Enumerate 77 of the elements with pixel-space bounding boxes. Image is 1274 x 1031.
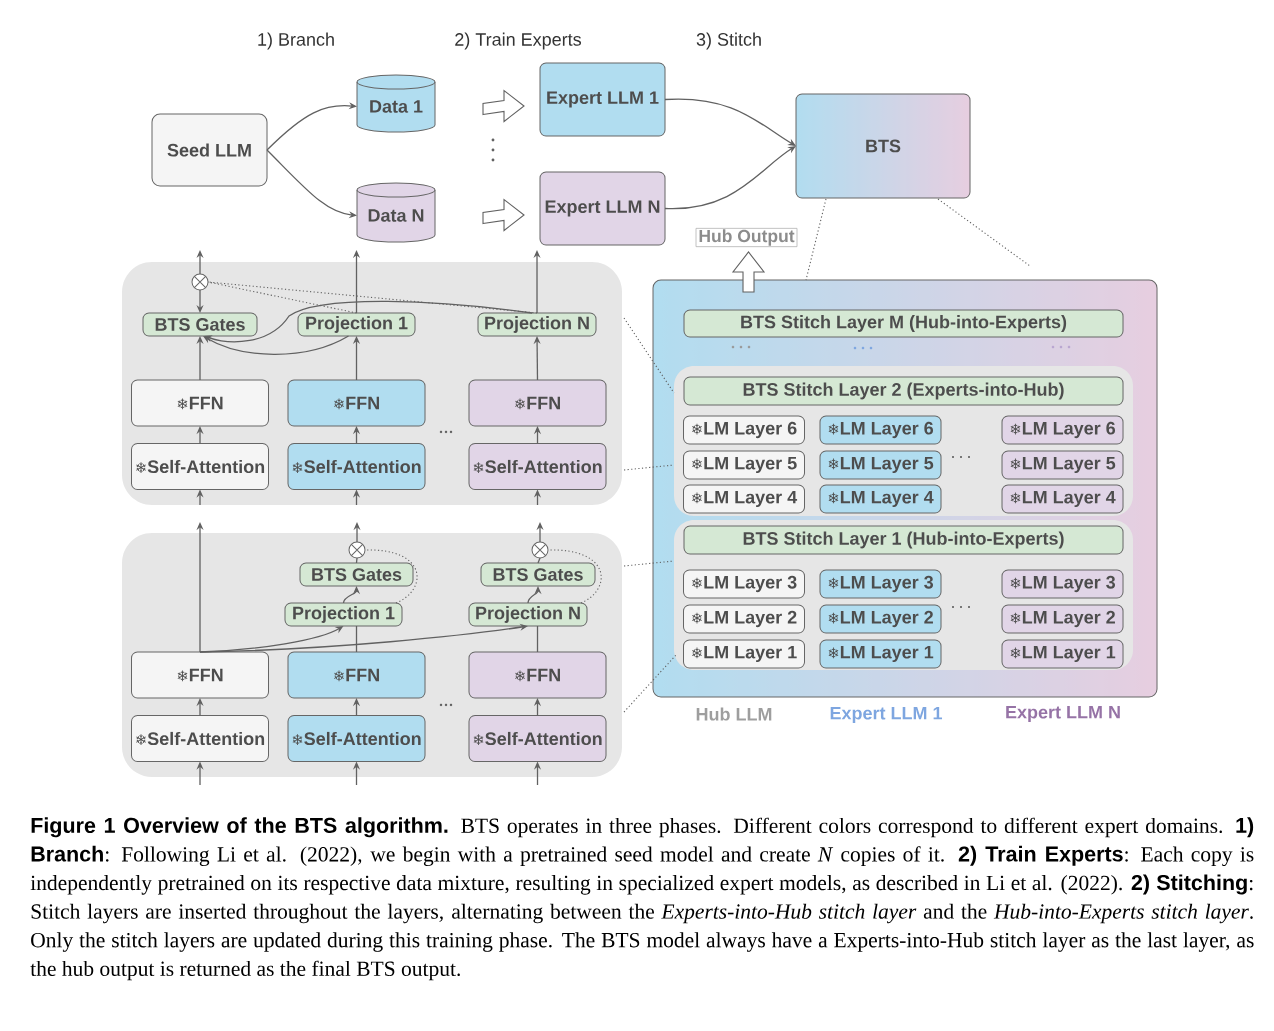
stitch-layer-bar: BTS Stitch Layer 2 (Experts-into-Hub) [683,376,1124,406]
layer-box: ❄Self-Attention [468,715,607,762]
layer-box: ❄LM Layer 1 [683,639,805,669]
layer-box: ❄LM Layer 2 [1001,604,1124,634]
arrow [664,98,796,146]
layer-box: ❄LM Layer 3 [683,569,805,599]
layer-box: ❄LM Layer 2 [819,604,942,634]
connector-line [536,625,539,653]
layer-box: ❄LM Layer 5 [1001,450,1124,480]
dotted-line [805,198,827,281]
arrow [204,300,533,343]
dotted-line [623,464,675,471]
database-cylinder: Data N [356,182,436,243]
model-box: Expert LLM N [539,171,666,246]
layer-box: ❄LM Layer 4 [819,484,942,514]
phase-label: 1) Branch [258,32,334,50]
layer-box: ❄FFN [131,379,269,427]
layer-box: ❄LM Layer 3 [819,569,942,599]
dotted-line [623,560,675,567]
dotted-line [623,317,675,394]
arrow [266,102,357,151]
dotted-line [937,198,1031,267]
layer-box: ❄Self-Attention [287,715,426,762]
layer-box: ❄FFN [287,379,426,427]
layer-box: ❄FFN [468,651,607,699]
projection-box: Projection 1 [284,602,403,627]
layer-box: ❄LM Layer 6 [819,415,942,445]
phase-label: 2) Train Experts [455,32,582,50]
connector-line [537,557,541,564]
layer-box: ❄LM Layer 5 [819,450,942,480]
figure-caption: Figure 1 Overview of the BTS algorithm. BTS operates in three phases. Different colors correspond to different expert domains. 1) Branch: Following Li et al. (2022), we begin with a pretrained seed model and create N copies of it. 2) Train Experts: Each copy is independently pretrained on its respective data mixture, resulting in specialized expert models, as described in Li et al. (2022). 2) Stitching: Stitch layers are inserted throughout the layers, alternating between the Experts-into-Hub stitch layer and the Hub-into-Experts stitch layer. Only the stitch layers are updated during this training phase. The BTS model always have a Experts-into-Hub stitch layer as the last layer, as the hub output is returned as the final BTS output. [30,817,1254,981]
layer-box: ❄LM Layer 2 [683,604,805,634]
projection-box: Projection N [468,602,588,627]
gate-box: BTS Gates [142,312,258,337]
connector-line [355,557,358,564]
layer-box: ❄LM Layer 3 [1001,569,1124,599]
dotted-line [623,654,677,713]
model-box: Seed LLM [151,113,268,187]
layer-box: ❄LM Layer 1 [819,639,942,669]
projection-box: Projection N [477,312,597,337]
stitch-layer-bar: BTS Stitch Layer 1 (Hub-into-Experts) [683,525,1124,555]
column-label: Hub LLM [696,707,772,721]
layer-box: ❄Self-Attention [131,443,269,490]
gate-box: BTS Gates [480,562,596,587]
model-box: Expert LLM 1 [539,62,666,137]
phase-label: 3) Stitch [696,32,761,50]
framed-label: Hub Output [695,227,798,248]
layer-box: ❄LM Layer 5 [683,450,805,480]
column-label: Expert LLM N [1006,705,1120,723]
arrow [664,146,796,210]
dotted-line [207,281,538,314]
layer-box: ❄FFN [468,379,607,427]
arrow [203,335,350,355]
layer-box: ❄LM Layer 1 [1001,639,1124,669]
layer-box: ❄LM Layer 6 [683,415,805,445]
connector-line [355,625,358,653]
arrow [199,623,528,653]
multiply-symbol [348,541,366,559]
layer-box: ❄FFN [287,651,426,699]
column-label: Expert LLM 1 [830,706,942,724]
layer-box: ❄FFN [131,651,269,699]
database-cylinder: Data 1 [356,74,436,133]
model-box: BTS [795,93,971,199]
multiply-symbol [531,541,549,559]
layer-box: ❄LM Layer 6 [1001,415,1124,445]
projection-box: Projection 1 [297,312,416,337]
hollow-arrow [731,251,766,293]
layer-box: ❄Self-Attention [131,715,269,762]
hollow-arrow [482,198,525,232]
layer-box: ❄LM Layer 4 [1001,484,1124,514]
layer-box: ❄LM Layer 4 [683,484,805,514]
layer-box: ❄Self-Attention [468,443,607,490]
multiply-symbol [191,273,209,291]
gate-box: BTS Gates [299,562,414,587]
dotted-line [207,281,358,314]
stitch-layer-bar: BTS Stitch Layer M (Hub-into-Experts) [683,309,1124,338]
layer-box: ❄Self-Attention [287,443,426,490]
